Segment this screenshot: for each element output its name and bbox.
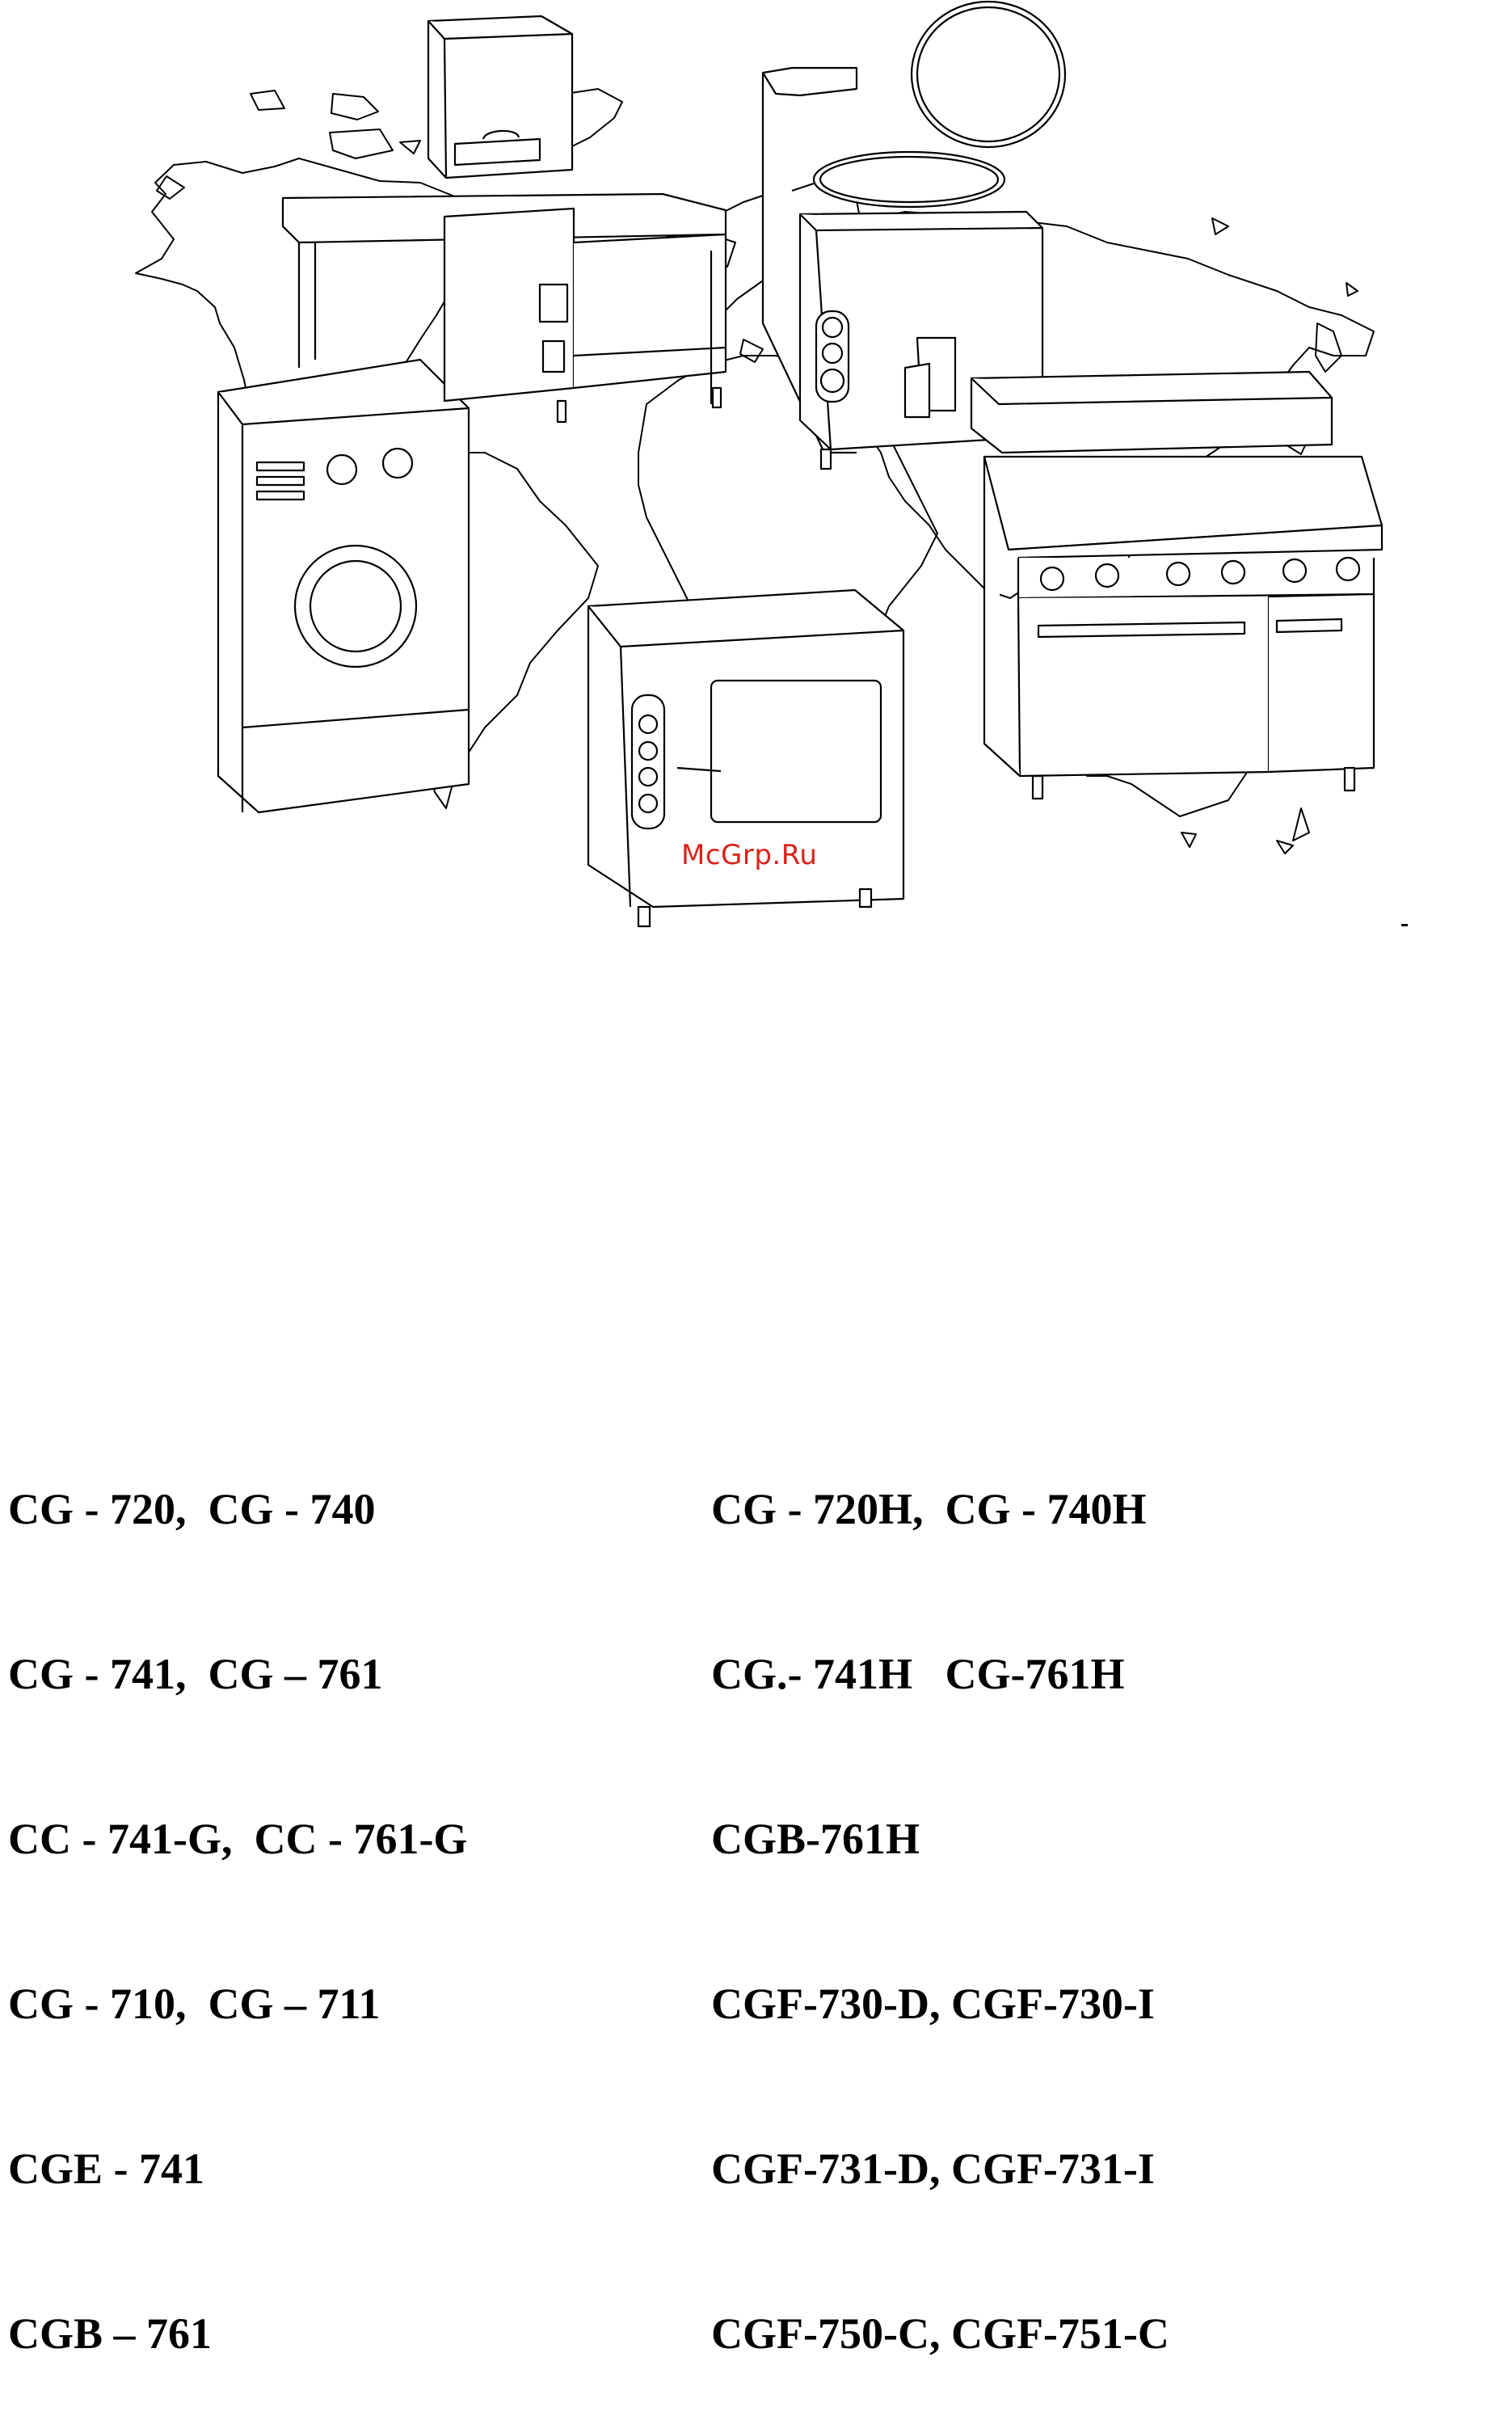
decorative-dash — [1401, 924, 1408, 926]
model-line: CG - 720, CG - 740 — [8, 1482, 467, 1537]
model-list-right: CG - 720H, CG - 740H CG.- 741H CG-761H C… — [711, 1372, 1169, 2416]
dishwasher-icon — [283, 16, 726, 422]
model-line: CG - 710, CG – 711 — [8, 1976, 467, 2031]
model-line: CGB – 761 — [8, 2306, 467, 2361]
oven-icon — [588, 590, 903, 926]
appliances-world-illustration — [0, 0, 1512, 938]
watermark-text: McGrp.Ru — [681, 839, 817, 871]
model-line: CGE - 741 — [8, 2141, 467, 2196]
model-line: CG.- 741H CG-761H — [711, 1647, 1169, 1701]
model-line: CGF-750-C, CGF-751-C — [711, 2306, 1169, 2361]
model-line: CGB-761H — [711, 1811, 1169, 1866]
model-list-left: CG - 720, CG - 740 CG - 741, CG – 761 CC… — [8, 1372, 467, 2416]
model-line: CC - 741-G, CC - 761-G — [8, 1811, 467, 1866]
model-line: CG - 741, CG – 761 — [8, 1647, 467, 1701]
washing-machine-icon — [218, 360, 469, 812]
model-line: CGF-730-D, CGF-730-I — [711, 1976, 1169, 2031]
model-line: CGF-731-D, CGF-731-I — [711, 2141, 1169, 2196]
model-line: CG - 720H, CG - 740H — [711, 1482, 1169, 1537]
gas-range-icon — [971, 372, 1382, 799]
